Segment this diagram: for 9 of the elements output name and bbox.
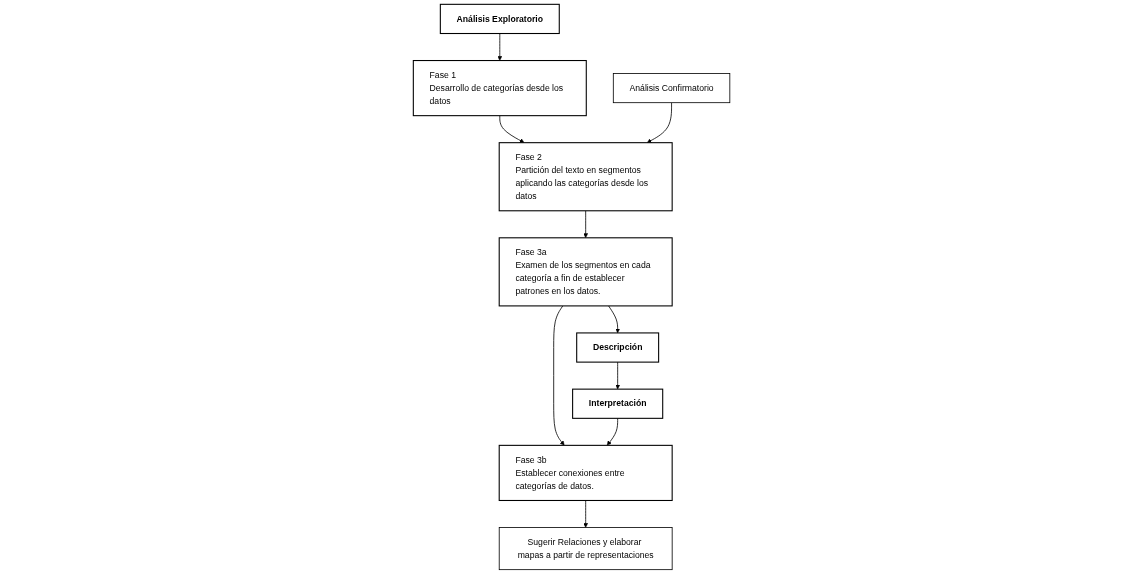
node-box: Fase 2 Partición del texto en segmentos aplicando las categorías desde los datos <box>498 142 673 212</box>
node-box: Fase 3b Establecer conexiones entre categorías de datos. <box>498 444 673 502</box>
node-box: Fase 3a Examen de los segmentos en cada categoría a fin de establecer patrones en los datos. <box>498 237 673 307</box>
node-box: Análisis Exploratorio <box>439 3 560 35</box>
node-box: Análisis Confirmatorio <box>612 73 731 104</box>
node-box: Interpretación <box>572 388 664 419</box>
node-box: Sugerir Relaciones y elaborar mapas a partir de representaciones <box>498 527 673 571</box>
node-box: Fase 1 Desarrollo de categorías desde los datos <box>412 60 587 117</box>
node-box: Descripción <box>576 332 660 363</box>
